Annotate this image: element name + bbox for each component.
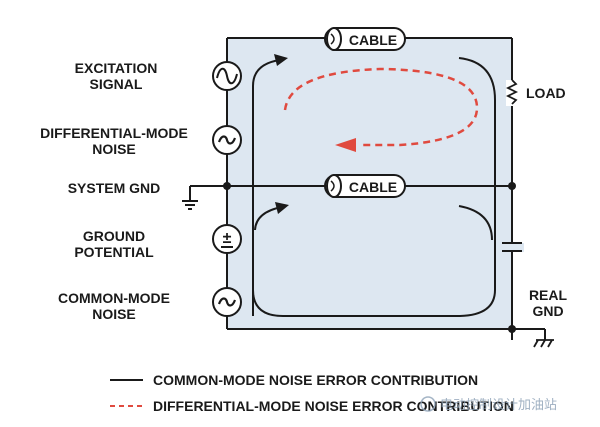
capacitor-icon bbox=[500, 242, 524, 252]
cm-current-path bbox=[252, 57, 496, 317]
cm-noise-source-icon bbox=[212, 287, 242, 317]
label-real-gnd-line2: GND bbox=[532, 303, 563, 319]
earth-ground-icon bbox=[182, 200, 198, 210]
cm-arrowhead-top bbox=[274, 54, 288, 66]
ground-potential-source-icon: ± bbox=[212, 224, 242, 254]
excitation-source-icon bbox=[212, 61, 242, 91]
dm-noise-source-icon bbox=[212, 125, 242, 155]
watermark-text: 电动控制设计加油站 bbox=[440, 398, 557, 413]
load-resistor-icon bbox=[505, 79, 519, 106]
label-dm-noise-line1: DIFFERENTIAL-MODE bbox=[40, 125, 188, 141]
watermark-logo-icon bbox=[420, 396, 436, 412]
chassis-ground-icon bbox=[533, 339, 554, 348]
label-dm-noise-line2: NOISE bbox=[92, 141, 136, 157]
label-cm-noise-line1: COMMON-MODE bbox=[58, 290, 170, 306]
cable-top: CABLE bbox=[324, 27, 406, 51]
cable-middle: CABLE bbox=[324, 174, 406, 198]
cable-top-label: CABLE bbox=[349, 32, 397, 48]
label-system-gnd: SYSTEM GND bbox=[68, 180, 161, 196]
label-excitation-line1: EXCITATION bbox=[75, 60, 158, 76]
label-excitation-line2: SIGNAL bbox=[90, 76, 143, 92]
cm-path-lower-right bbox=[458, 205, 493, 241]
left-labels: EXCITATION SIGNAL DIFFERENTIAL-MODE NOIS… bbox=[40, 60, 188, 322]
cm-path-upper-left bbox=[252, 59, 281, 316]
label-cm-noise-line2: NOISE bbox=[92, 306, 136, 322]
watermark: 电动控制设计加油站 bbox=[420, 396, 557, 413]
plus-minus-glyph: ± bbox=[223, 230, 232, 247]
legend-label-cm: COMMON-MODE NOISE ERROR CONTRIBUTION bbox=[153, 372, 478, 388]
cable-middle-label: CABLE bbox=[349, 179, 397, 195]
label-real-gnd-line1: REAL bbox=[529, 287, 568, 303]
junction-dot-left bbox=[223, 182, 231, 190]
label-load: LOAD bbox=[526, 85, 566, 101]
dm-arrowhead bbox=[335, 138, 356, 152]
junction-dot-real-gnd bbox=[508, 325, 516, 333]
junction-dot-right bbox=[508, 182, 516, 190]
cm-path-right-outer bbox=[252, 57, 496, 317]
label-ground-potential-line2: POTENTIAL bbox=[74, 244, 154, 260]
label-ground-potential-line1: GROUND bbox=[83, 228, 145, 244]
cm-arrowhead-lower bbox=[275, 202, 289, 214]
